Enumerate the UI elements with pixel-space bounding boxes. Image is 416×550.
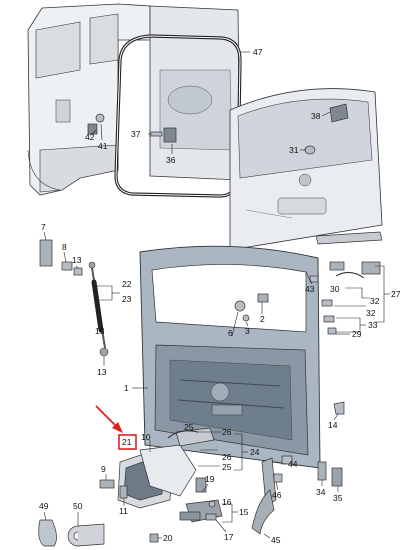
callout-44: 44 bbox=[288, 459, 298, 469]
inner-tailgate-frame bbox=[139, 245, 321, 469]
callout-45: 45 bbox=[271, 535, 281, 545]
callout-34: 34 bbox=[316, 487, 326, 497]
callout-31: 31 bbox=[289, 145, 299, 155]
callout-32-top: 32 bbox=[370, 296, 380, 306]
callout-17: 17 bbox=[224, 532, 234, 542]
callout-13-bottom: 13 bbox=[97, 367, 107, 377]
callout-36: 36 bbox=[166, 155, 176, 165]
outer-tailgate-panel bbox=[229, 88, 383, 251]
callout-23: 23 bbox=[122, 294, 132, 304]
callout-11: 11 bbox=[119, 506, 128, 516]
callout-18: 18 bbox=[95, 326, 105, 336]
handle-assembly bbox=[99, 427, 215, 509]
latch-assembly bbox=[149, 499, 223, 543]
callout-46: 46 bbox=[272, 490, 282, 500]
callout-43: 43 bbox=[305, 284, 315, 294]
gas-strut bbox=[88, 261, 109, 357]
callout-30: 30 bbox=[330, 284, 340, 294]
callout-29: 29 bbox=[352, 329, 362, 339]
callout-50: 50 bbox=[73, 501, 83, 511]
highlight-box bbox=[118, 434, 137, 450]
callout-33: 33 bbox=[368, 320, 378, 330]
callout-19: 19 bbox=[205, 474, 215, 484]
callout-38: 38 bbox=[311, 111, 321, 121]
callout-25-bottom: 25 bbox=[222, 462, 232, 472]
callout-47: 47 bbox=[253, 47, 263, 57]
callout-25-top: 25 bbox=[184, 422, 194, 432]
callout-41: 41 bbox=[98, 141, 108, 151]
vehicle-body bbox=[27, 3, 241, 196]
callout-2: 2 bbox=[260, 314, 265, 324]
callout-8: 8 bbox=[62, 242, 67, 252]
leader-lines bbox=[43, 51, 390, 539]
callout-16: 16 bbox=[222, 497, 232, 507]
callout-13-top: 13 bbox=[72, 255, 82, 265]
callout-9: 9 bbox=[101, 464, 106, 474]
callout-14: 14 bbox=[328, 420, 338, 430]
callout-26-top: 26 bbox=[222, 427, 232, 437]
callout-20: 20 bbox=[163, 533, 173, 543]
callout-27: 27 bbox=[391, 289, 401, 299]
callout-15: 15 bbox=[239, 507, 249, 517]
callout-42: 42 bbox=[85, 132, 95, 142]
callout-6: 6 bbox=[228, 328, 233, 338]
callout-32-bottom: 32 bbox=[366, 308, 376, 318]
callout-37: 37 bbox=[131, 129, 141, 139]
accessory-parts bbox=[38, 519, 105, 547]
callout-26-bottom: 26 bbox=[222, 452, 232, 462]
callout-49: 49 bbox=[39, 501, 49, 511]
callout-35: 35 bbox=[333, 493, 343, 503]
callout-21: 21 bbox=[122, 437, 132, 447]
callout-labels: 47 38 42 41 37 36 31 7 8 13 22 23 18 13 … bbox=[39, 47, 401, 545]
callout-22: 22 bbox=[122, 279, 132, 289]
striker-parts bbox=[251, 455, 343, 535]
callout-1: 1 bbox=[124, 383, 129, 393]
highlight-arrow-icon bbox=[95, 405, 123, 433]
callout-7: 7 bbox=[41, 222, 46, 232]
callout-10: 10 bbox=[141, 432, 151, 442]
hardware-parts bbox=[39, 103, 383, 415]
callout-24: 24 bbox=[250, 447, 260, 457]
callout-3: 3 bbox=[245, 326, 250, 336]
